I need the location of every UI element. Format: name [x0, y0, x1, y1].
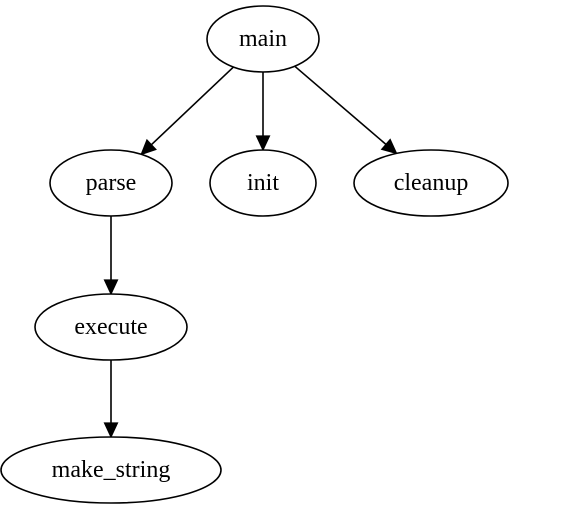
arrowhead-icon: [255, 135, 271, 152]
node-ellipse: [0, 436, 222, 504]
node-ellipse: [34, 293, 188, 361]
node-ellipse: [209, 149, 317, 217]
edge-main-to-cleanup: [294, 65, 398, 155]
node-label: parse: [86, 170, 137, 196]
arrowhead-icon: [140, 138, 157, 156]
node-label: main: [239, 26, 287, 52]
arrowhead-icon: [103, 279, 119, 296]
node-ellipse: [49, 149, 173, 217]
edge-main-to-parse: [140, 66, 234, 156]
node-label: init: [247, 170, 279, 196]
edges-layer: [103, 65, 398, 439]
arrowhead-icon: [380, 138, 398, 155]
node-label: make_string: [52, 457, 171, 483]
edge-parse-to-execute: [103, 216, 119, 296]
node-cleanup: cleanup: [353, 149, 509, 217]
node-init: init: [209, 149, 317, 217]
node-parse: parse: [49, 149, 173, 217]
node-ellipse: [206, 5, 320, 73]
node-main: main: [206, 5, 320, 73]
node-execute: execute: [34, 293, 188, 361]
edge-main-to-init: [255, 72, 271, 152]
arrowhead-icon: [103, 422, 119, 439]
edge-line: [294, 65, 387, 145]
edge-line: [150, 66, 234, 146]
node-ellipse: [353, 149, 509, 217]
node-make-string: make_string: [0, 436, 222, 504]
node-label: cleanup: [394, 170, 469, 196]
nodes-layer: main parse init cleanup execute make_string: [0, 5, 509, 504]
node-label: execute: [74, 314, 147, 340]
edge-execute-to-make_string: [103, 360, 119, 439]
